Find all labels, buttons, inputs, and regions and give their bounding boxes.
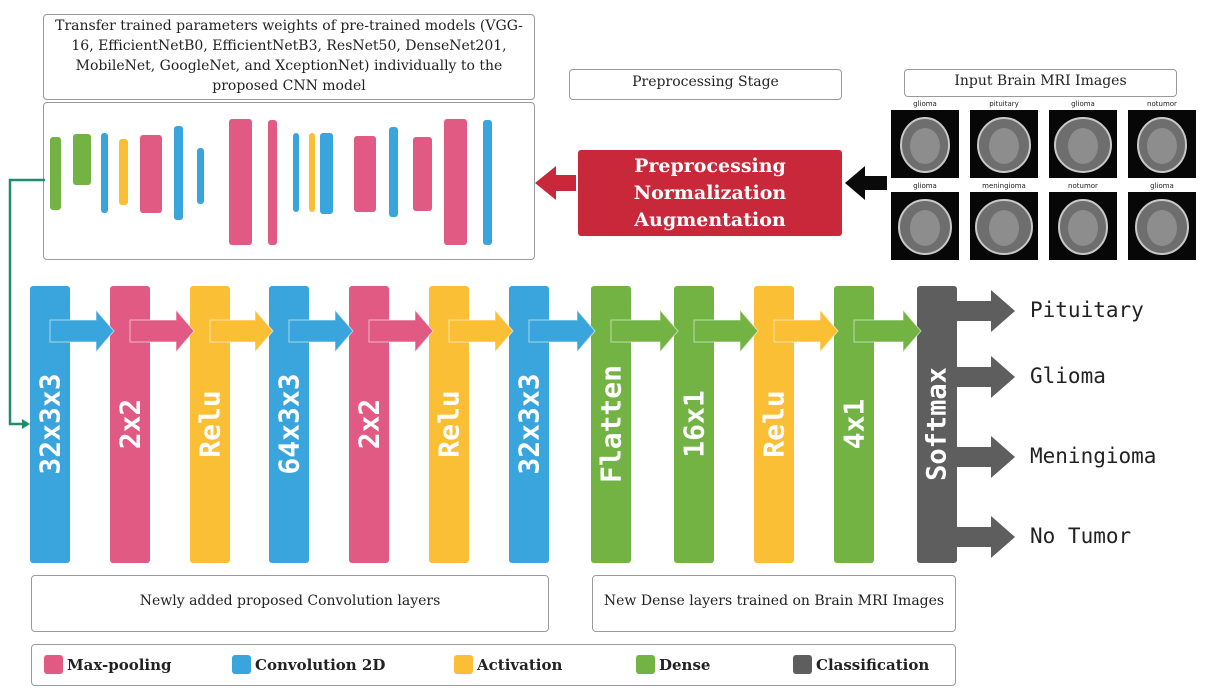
layer-column [917, 286, 957, 563]
brain-scan-icon [1135, 199, 1189, 255]
layer-label-text: 2x2 [113, 398, 147, 450]
pretrained-bar [293, 133, 299, 212]
mri-sample-image [970, 192, 1038, 260]
transfer-note-text: Transfer trained parameters weights of p… [55, 18, 523, 94]
mri-sample-label: glioma [913, 100, 937, 108]
mri-sample-label: glioma [1071, 100, 1095, 108]
output-class-label: No Tumor [1030, 524, 1132, 548]
dense-layers-note: New Dense layers trained on Brain MRI Im… [603, 593, 945, 609]
layer-label-text: Relu [432, 390, 466, 458]
layer-label-text: Relu [757, 390, 791, 458]
output-arrow [957, 516, 1015, 558]
mri-sample-label: glioma [1150, 182, 1174, 190]
conv-layers-note-box [31, 575, 549, 632]
mri-sample-image [1049, 110, 1117, 178]
layer-label-text: Relu [193, 390, 227, 458]
pretrained-bar [197, 148, 204, 204]
legend-label: Max-pooling [67, 656, 172, 674]
legend-swatch [232, 655, 251, 674]
legend-swatch [44, 655, 63, 674]
preprocessing-block-text: Preprocessing Normalization Augmentation [578, 153, 842, 234]
output-arrow [957, 356, 1015, 398]
legend-label: Dense [659, 656, 711, 674]
layer-label-text: Flatten [594, 364, 628, 484]
brain-scan-icon [1137, 117, 1187, 173]
preprocessing-to-model-arrow [535, 166, 576, 200]
pretrained-bar [320, 133, 333, 214]
input-images-title: Input Brain MRI Images [954, 73, 1127, 89]
brain-scan-icon [975, 199, 1033, 255]
transfer-note-box [43, 14, 535, 100]
output-class-label: Pituitary [1030, 298, 1144, 322]
mri-sample-image [970, 110, 1038, 178]
brain-scan-icon [898, 199, 952, 255]
layer-label-text: 16x1 [677, 390, 711, 458]
pretrained-bar [354, 136, 376, 212]
output-class-label: Glioma [1030, 364, 1106, 388]
legend-swatch [454, 655, 473, 674]
output-arrow [957, 290, 1015, 332]
legend-label: Classification [816, 656, 930, 674]
layer-label-text: 64x3x3 [272, 373, 306, 475]
pretrained-bar [309, 133, 315, 212]
mri-sample-image [1049, 192, 1117, 260]
pretrained-bar [174, 126, 183, 220]
legend-label: Convolution 2D [255, 656, 386, 674]
output-class-label: Meningioma [1030, 444, 1157, 468]
pretrained-bar [73, 134, 91, 185]
input-to-preprocessing-arrow [845, 166, 887, 200]
pretrained-bar [101, 133, 108, 213]
layer-label-text: Softmax [921, 367, 953, 481]
pretrained-bar [229, 119, 252, 245]
brain-scan-icon [1058, 199, 1108, 255]
mri-sample-label: meningioma [982, 182, 1026, 190]
mri-sample-image [891, 110, 959, 178]
output-arrow [957, 436, 1015, 478]
legend-swatch [793, 655, 812, 674]
brain-scan-icon [977, 117, 1031, 173]
mri-sample-image [1128, 192, 1196, 260]
legend-label: Activation [477, 656, 563, 674]
pretrained-bar [483, 120, 492, 245]
skip-connector-head [22, 419, 30, 429]
pretrained-bar [50, 137, 61, 210]
pretrained-bar [389, 127, 398, 217]
preprocessing-stage-label: Preprocessing Stage [632, 74, 779, 90]
preprocessing-step-2: Normalization [633, 182, 787, 204]
legend-swatch [636, 655, 655, 674]
mri-sample-label: notumor [1068, 182, 1098, 190]
pretrained-bar [413, 137, 432, 211]
pretrained-bar [140, 135, 162, 213]
layer-label-text: 32x3x3 [512, 373, 546, 475]
preprocessing-stage-box [569, 69, 842, 100]
pretrained-bar [268, 120, 277, 245]
input-images-title-box [904, 69, 1177, 97]
preprocessing-step-3: Augmentation [634, 209, 786, 231]
preprocessing-step-1: Preprocessing [634, 155, 786, 177]
pretrained-bar [444, 119, 467, 245]
preprocessing-block [578, 150, 842, 236]
conv-layers-note: Newly added proposed Convolution layers [139, 593, 441, 609]
mri-sample-image [1128, 110, 1196, 178]
layer-label-text: 32x3x3 [33, 373, 67, 475]
mri-sample-label: notumor [1147, 100, 1177, 108]
brain-scan-icon [1054, 117, 1112, 173]
mri-sample-label: glioma [913, 182, 937, 190]
dense-layers-note-box [592, 575, 956, 632]
pretrained-bar [119, 139, 128, 205]
layer-label-text: 4x1 [837, 398, 871, 450]
brain-scan-icon [900, 117, 950, 173]
mri-sample-image [891, 192, 959, 260]
layer-label-text: 2x2 [352, 398, 386, 450]
mri-sample-label: pituitary [989, 100, 1019, 108]
